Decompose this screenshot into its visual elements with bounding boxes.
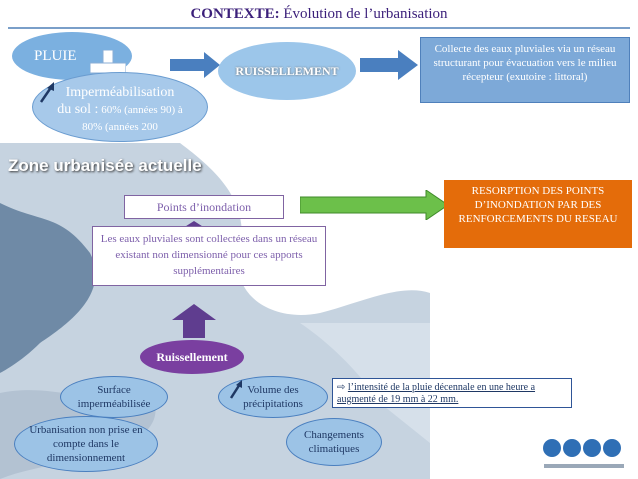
- imper-line2a: du sol :: [57, 102, 99, 117]
- up-arrow-icon: [172, 304, 216, 338]
- up-arrow-icon: [39, 82, 54, 103]
- arrow-right-icon: [170, 52, 220, 78]
- up-arrow-icon: [229, 380, 242, 399]
- arrow-right-icon: [360, 50, 418, 80]
- logo-icon: [543, 439, 624, 468]
- imper-line1: Imperméabilisation: [65, 85, 175, 100]
- points-inondation-box: Points d’inondation: [124, 195, 284, 219]
- ruissellement-ellipse: RUISSELLEMENT: [218, 42, 356, 100]
- title-divider: [8, 27, 630, 29]
- zone-title: Zone urbanisée actuelle: [8, 156, 202, 175]
- title-rest: Évolution de l’urbanisation: [279, 6, 448, 22]
- intensite-arrow: ⇨: [337, 382, 348, 393]
- imper-line2: du sol : 60% (années 90) à: [57, 101, 183, 119]
- title-bold: CONTEXTE:: [190, 6, 280, 22]
- collecte-box: Collecte des eaux pluviales via un résea…: [420, 37, 630, 103]
- impermeabilisation-ellipse: Imperméabilisation du sol : 60% (années …: [32, 72, 208, 142]
- resorption-box: RESORPTION DES POINTS D’INONDATION PAR D…: [444, 180, 632, 248]
- surface-bubble: Surface imperméabilisée: [60, 376, 168, 418]
- imper-line2b: 60% (années 90) à: [98, 104, 183, 116]
- intensite-note: ⇨ l’intensité de la pluie décennale en u…: [332, 378, 572, 408]
- intensite-text: l’intensité de la pluie décennale en une…: [337, 382, 536, 405]
- eaux-pluviales-box: Les eaux pluviales sont collectées dans …: [92, 226, 326, 286]
- urbanisation-bubble: Urbanisation non prise en compte dans le…: [14, 416, 158, 472]
- arrow-right-icon: [300, 190, 448, 220]
- page-title: CONTEXTE: Évolution de l’urbanisation: [0, 6, 638, 23]
- volume-bubble: Volume des précipitations: [218, 376, 328, 418]
- changements-bubble: Changements climatiques: [286, 418, 382, 466]
- ruissellement-node: Ruissellement: [140, 340, 244, 374]
- imper-line3: 80% (années 200: [82, 121, 158, 133]
